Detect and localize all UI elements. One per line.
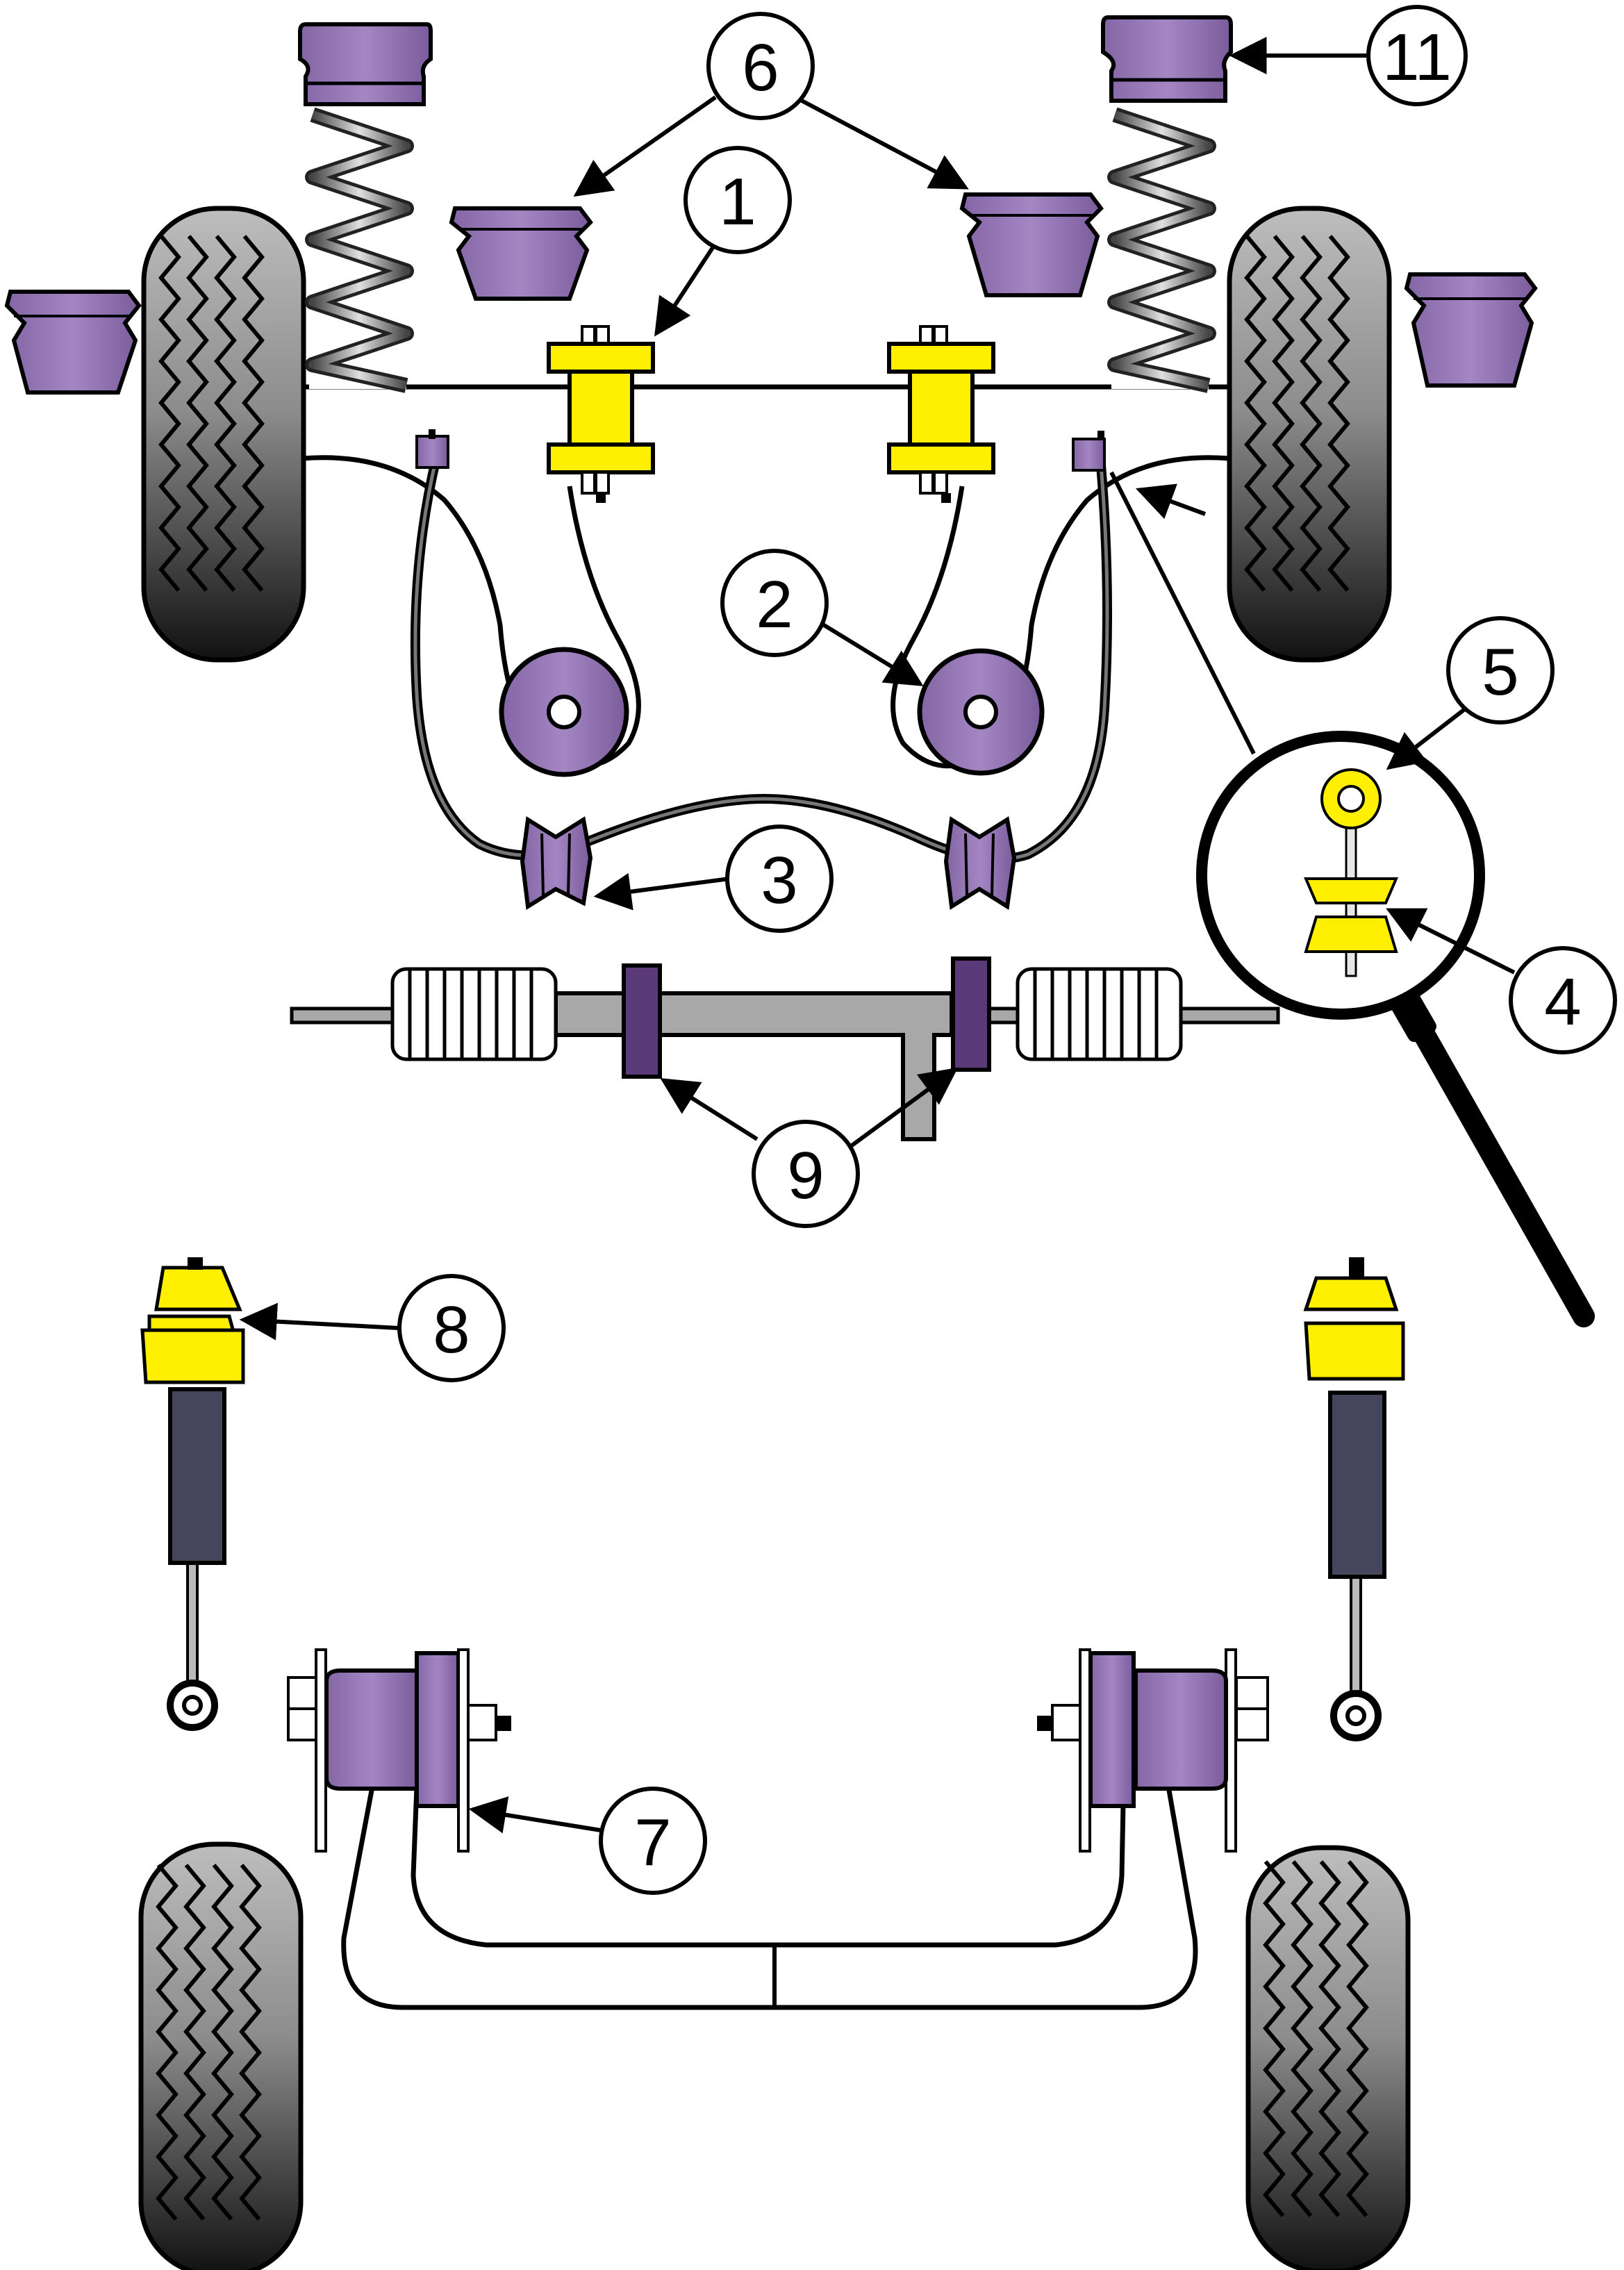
rear-left-tyre-icon (138, 1841, 304, 2270)
callout-6: 6 (706, 12, 815, 120)
rear-beam-bush-right-icon (1037, 1648, 1269, 1853)
callout-5: 5 (1446, 616, 1555, 724)
callout-4: 4 (1509, 946, 1617, 1054)
callout-11: 11 (1366, 5, 1468, 106)
callout-2: 2 (720, 549, 829, 657)
svg-text:4: 4 (1544, 965, 1581, 1039)
callout-7: 7 (599, 1787, 707, 1895)
svg-text:3: 3 (761, 843, 797, 918)
arb-bush-right-icon (943, 815, 1017, 911)
arm-pivot-left-bush-icon (499, 647, 629, 777)
rear-right-tyre-icon (1245, 1845, 1411, 2270)
callout-8: 8 (397, 1274, 506, 1382)
drop-link-right-bush-icon (1072, 438, 1106, 472)
front-left-tyre-icon (141, 206, 306, 663)
rack-gaiter-right-icon (1016, 967, 1183, 1061)
callout-9: 9 (752, 1120, 860, 1228)
callout-1: 1 (683, 146, 792, 254)
rear-left-shock-absorber-icon (140, 1257, 245, 1731)
rear-beam (341, 1696, 1198, 2010)
outer-right-bush-icon (1404, 272, 1538, 388)
arb-bush-left-icon (520, 815, 593, 911)
bump-stop-left-bush-icon (449, 206, 593, 301)
svg-text:7: 7 (634, 1805, 671, 1880)
svg-text:8: 8 (433, 1293, 470, 1367)
top-mount-right-bush-icon (1101, 15, 1233, 103)
svg-text:1: 1 (719, 165, 756, 239)
callout-3: 3 (725, 825, 834, 933)
coil-spring-right-icon (1107, 90, 1216, 393)
svg-text:5: 5 (1482, 635, 1518, 709)
rack-bush-right-icon (951, 956, 991, 1072)
rear-beam-bush-left-icon (287, 1648, 511, 1853)
svg-text:9: 9 (787, 1138, 824, 1213)
coil-spring-left-icon (305, 90, 414, 393)
svg-text:2: 2 (756, 568, 793, 642)
svg-text:11: 11 (1382, 20, 1452, 94)
svg-text:6: 6 (742, 31, 779, 105)
magnifier-icon (1196, 731, 1595, 1327)
drop-link-left-bush-icon (415, 435, 449, 469)
outer-left-bush-icon (4, 290, 142, 395)
bump-stop-right-bush-icon (959, 192, 1104, 297)
top-mount-left-bush-icon (298, 22, 433, 106)
callout-arrows (239, 37, 1516, 1834)
front-arm-bush-right-icon (887, 325, 995, 503)
front-right-tyre-icon (1227, 206, 1392, 663)
rear-right-shock-absorber-icon (1303, 1257, 1405, 1741)
rack-gaiter-left-icon (390, 967, 558, 1061)
arm-pivot-right-bush-icon (917, 648, 1045, 776)
front-arm-bush-left-icon (547, 325, 655, 503)
rack-bush-left-icon (622, 963, 662, 1079)
steering-rack-icon (290, 956, 1280, 1141)
